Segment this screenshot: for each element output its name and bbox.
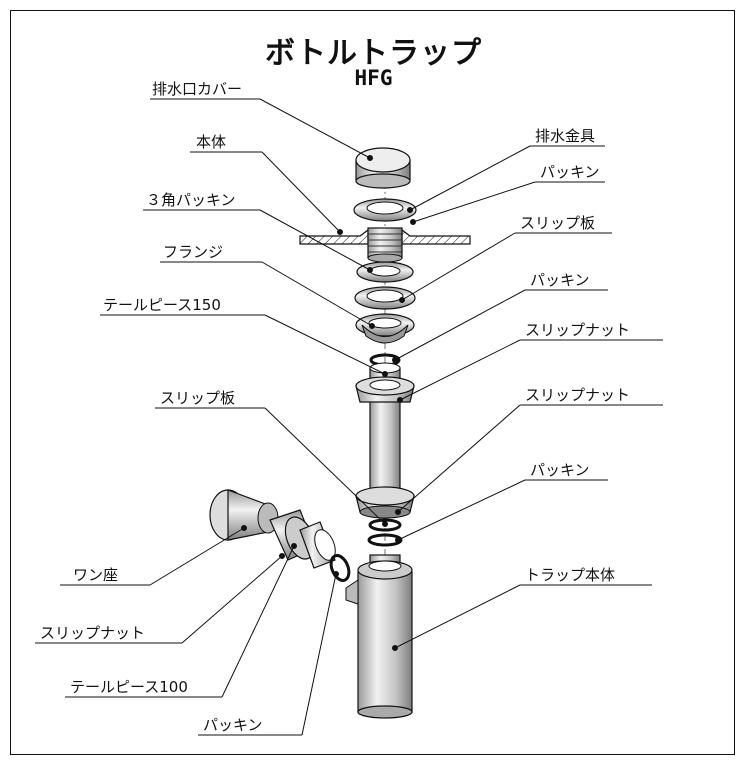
label-trap-body: トラップ本体 [525, 566, 616, 584]
label-packing-3: パッキン [530, 461, 590, 479]
label-flange: フランジ [163, 243, 224, 261]
leader-lines [35, 98, 663, 736]
label-body: 本体 [196, 133, 227, 151]
label-wall-flange: ワン座 [73, 566, 119, 584]
diagram-frame [10, 10, 735, 755]
model-number: HFG [354, 66, 393, 90]
label-slip-plate-right: スリップ板 [520, 214, 596, 232]
drain-fitting-part [353, 198, 417, 222]
label-slip-nut-left: スリップナット [40, 624, 146, 642]
threaded-stem [367, 227, 403, 263]
trap-body-part [345, 554, 413, 719]
label-tailpiece150: テールピース150 [103, 296, 221, 314]
triangle-packing-part [356, 261, 414, 283]
label-slip-nut-2: スリップナット [525, 386, 631, 404]
wall-flange-part [209, 489, 279, 541]
upper-slip-nut [355, 376, 415, 403]
drain-cover-part [355, 147, 411, 189]
label-packing-1: パッキン [540, 163, 600, 181]
label-drain-cover: 排水口カバー [152, 80, 243, 98]
label-drain-fitting: 排水金具 [535, 127, 596, 145]
diagram-title: ボトルトラップ [265, 36, 482, 71]
label-triangle-packing: ３角パッキン [146, 191, 236, 209]
slip-plate-part [354, 286, 416, 310]
label-packing-2: パッキン [530, 271, 590, 289]
label-tailpiece100: テールピース100 [70, 678, 188, 696]
lower-slip-nut [355, 486, 415, 519]
tailpiece100-part [299, 521, 336, 569]
flange-part [355, 313, 415, 344]
label-packing-bottom: パッキン [203, 716, 263, 734]
side-packing [329, 554, 351, 582]
label-slip-nut-1: スリップナット [525, 321, 631, 339]
label-slip-plate-left: スリップ板 [160, 389, 236, 407]
